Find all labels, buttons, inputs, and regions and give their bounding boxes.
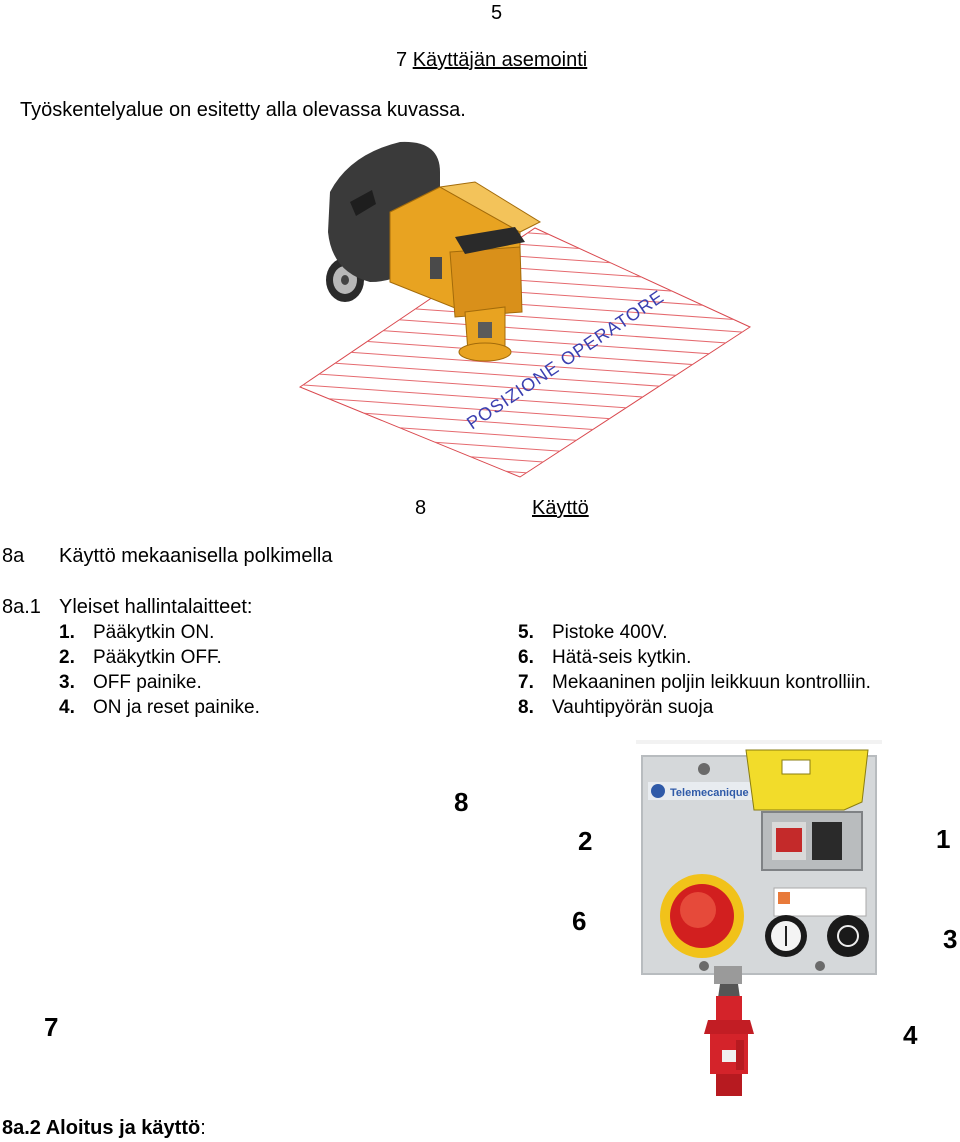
list-item-text: Pistoke 400V.: [552, 622, 668, 643]
on-reset-button: [765, 915, 807, 957]
list-item-number: 3.: [59, 672, 75, 693]
list-item-text: Mekaaninen poljin leikkuun kontrolliin.: [552, 672, 871, 693]
brand-name: Telemecanique: [670, 787, 749, 799]
telemecanique-logo-icon: [651, 784, 665, 798]
list-item-number: 6.: [518, 647, 534, 668]
emergency-stop-button: [660, 874, 744, 958]
intro-text: Työskentelyalue on esitetty alla olevass…: [20, 99, 466, 121]
list-item-number: 7.: [518, 672, 534, 693]
off-button: [827, 915, 869, 957]
list-item-text: Hätä-seis kytkin.: [552, 647, 692, 668]
callout-8: 8: [454, 787, 469, 817]
section-7-title: Käyttäjän asemointi: [412, 49, 588, 71]
list-item-number: 1.: [59, 622, 75, 643]
list-item: 7. Mekaaninen poljin leikkuun kontrolliin…: [518, 670, 871, 695]
list-item-number: 2.: [59, 647, 75, 668]
section-8a-title: Käyttö mekaanisella polkimella: [59, 545, 333, 567]
plug-400v: [704, 984, 754, 1096]
list-item: 3. OFF painike.: [59, 670, 260, 695]
list-item-text: Pääkytkin OFF.: [93, 647, 222, 668]
section-8a2-heading: 8a.2 Aloitus ja käyttö:: [2, 1117, 206, 1140]
callout-2: 2: [578, 826, 593, 856]
section-8a2-colon: :: [200, 1117, 206, 1139]
list-item: 1. Pääkytkin ON.: [59, 620, 260, 645]
section-8a-number: 8a: [2, 545, 25, 567]
section-8a2-title: 8a.2 Aloitus ja käyttö: [2, 1117, 201, 1139]
callout-4: 4: [903, 1020, 918, 1050]
list-item: 6. Hätä-seis kytkin.: [518, 645, 871, 670]
controls-list-right: 5. Pistoke 400V. 6. Hätä-seis kytkin. 7. Me…: [518, 620, 871, 720]
section-7-number: 7: [396, 49, 408, 71]
callout-3: 3: [943, 924, 958, 954]
callout-7: 7: [44, 1012, 59, 1042]
list-item-text: Vauhtipyörän suoja: [552, 697, 714, 718]
list-item-number: 4.: [59, 697, 75, 718]
list-item: 5. Pistoke 400V.: [518, 620, 871, 645]
page-number: 5: [491, 2, 503, 24]
control-box-figure: Telemecanique: [636, 740, 882, 1096]
section-8a1-number: 8a.1: [2, 596, 41, 618]
list-item-text: Pääkytkin ON.: [93, 622, 215, 643]
list-item: 4. ON ja reset painike.: [59, 695, 260, 720]
callout-1: 1: [936, 824, 951, 854]
list-item-text: ON ja reset painike.: [93, 697, 260, 718]
section-7-heading: 7 Käyttäjän asemointi: [396, 49, 587, 72]
list-item: 8. Vauhtipyörän suoja: [518, 695, 871, 720]
list-item-text: OFF painike.: [93, 672, 202, 693]
section-8-title-wrap: Käyttö: [532, 497, 589, 520]
list-item-number: 8.: [518, 697, 534, 718]
machine-body: [389, 181, 542, 362]
section-8a1-title: Yleiset hallintalaitteet:: [59, 596, 253, 618]
callout-6: 6: [572, 906, 587, 936]
controls-list-left: 1. Pääkytkin ON. 2. Pääkytkin OFF. 3. OFF p…: [59, 620, 260, 720]
list-item-number: 5.: [518, 622, 534, 643]
section-8-number: 8: [415, 497, 427, 519]
section-8-heading: 8: [415, 497, 426, 520]
list-item: 2. Pääkytkin OFF.: [59, 645, 260, 670]
section-8-title: Käyttö: [532, 497, 589, 519]
operator-position-figure: POSIZIONE OPERATORE: [298, 141, 752, 478]
main-switch-guard: [745, 749, 869, 811]
